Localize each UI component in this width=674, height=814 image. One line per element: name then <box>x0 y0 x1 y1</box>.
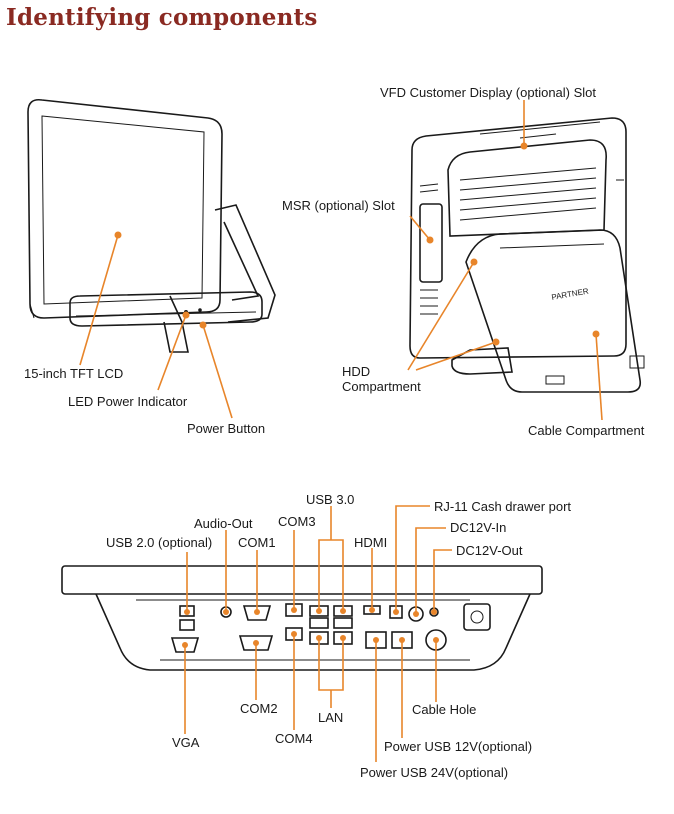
usb20-label: USB 2.0 (optional) <box>106 535 213 550</box>
port-panel-illustration <box>61 565 543 671</box>
cable-compartment-label: Cable Compartment <box>528 423 645 438</box>
com3-label: COM3 <box>278 514 316 529</box>
front-terminal-illustration <box>27 98 276 353</box>
cable-hole-label: Cable Hole <box>412 702 477 717</box>
vfd-slot-label: VFD Customer Display (optional) Slot <box>380 85 597 100</box>
back-terminal-illustration: PARTNER <box>409 117 645 393</box>
power-button-rear <box>463 603 491 631</box>
port-callouts <box>182 505 452 762</box>
vga-label: VGA <box>172 735 200 750</box>
com4-label: COM4 <box>275 731 313 746</box>
com2-label: COM2 <box>240 701 278 716</box>
lcd-label: 15-inch TFT LCD <box>24 366 124 381</box>
dc-in-label: DC12V-In <box>450 520 507 535</box>
power-usb-12v-label: Power USB 12V(optional) <box>384 739 533 754</box>
led-power-indicator-label: LED Power Indicator <box>68 394 188 409</box>
hdd-compartment-label: HDD Compartment <box>342 364 421 394</box>
front-callouts <box>79 231 233 419</box>
page-title: Identifying components <box>6 4 318 31</box>
vga-port <box>170 637 200 653</box>
lan-label: LAN <box>318 710 344 725</box>
power-usb-24v-label: Power USB 24V(optional) <box>360 765 509 780</box>
rj11-label: RJ-11 Cash drawer port <box>434 499 572 514</box>
usb30-label: USB 3.0 <box>306 492 355 507</box>
hdmi-label: HDMI <box>354 535 388 550</box>
com2-port <box>238 635 274 651</box>
dc-out-label: DC12V-Out <box>456 543 523 558</box>
msr-slot-label: MSR (optional) Slot <box>282 198 395 213</box>
power-button-label: Power Button <box>187 421 266 436</box>
com1-port <box>242 605 272 621</box>
brand-logo: PARTNER <box>551 287 590 302</box>
com1-label: COM1 <box>238 535 276 550</box>
audio-out-label: Audio-Out <box>194 516 253 531</box>
back-callouts <box>407 100 603 421</box>
